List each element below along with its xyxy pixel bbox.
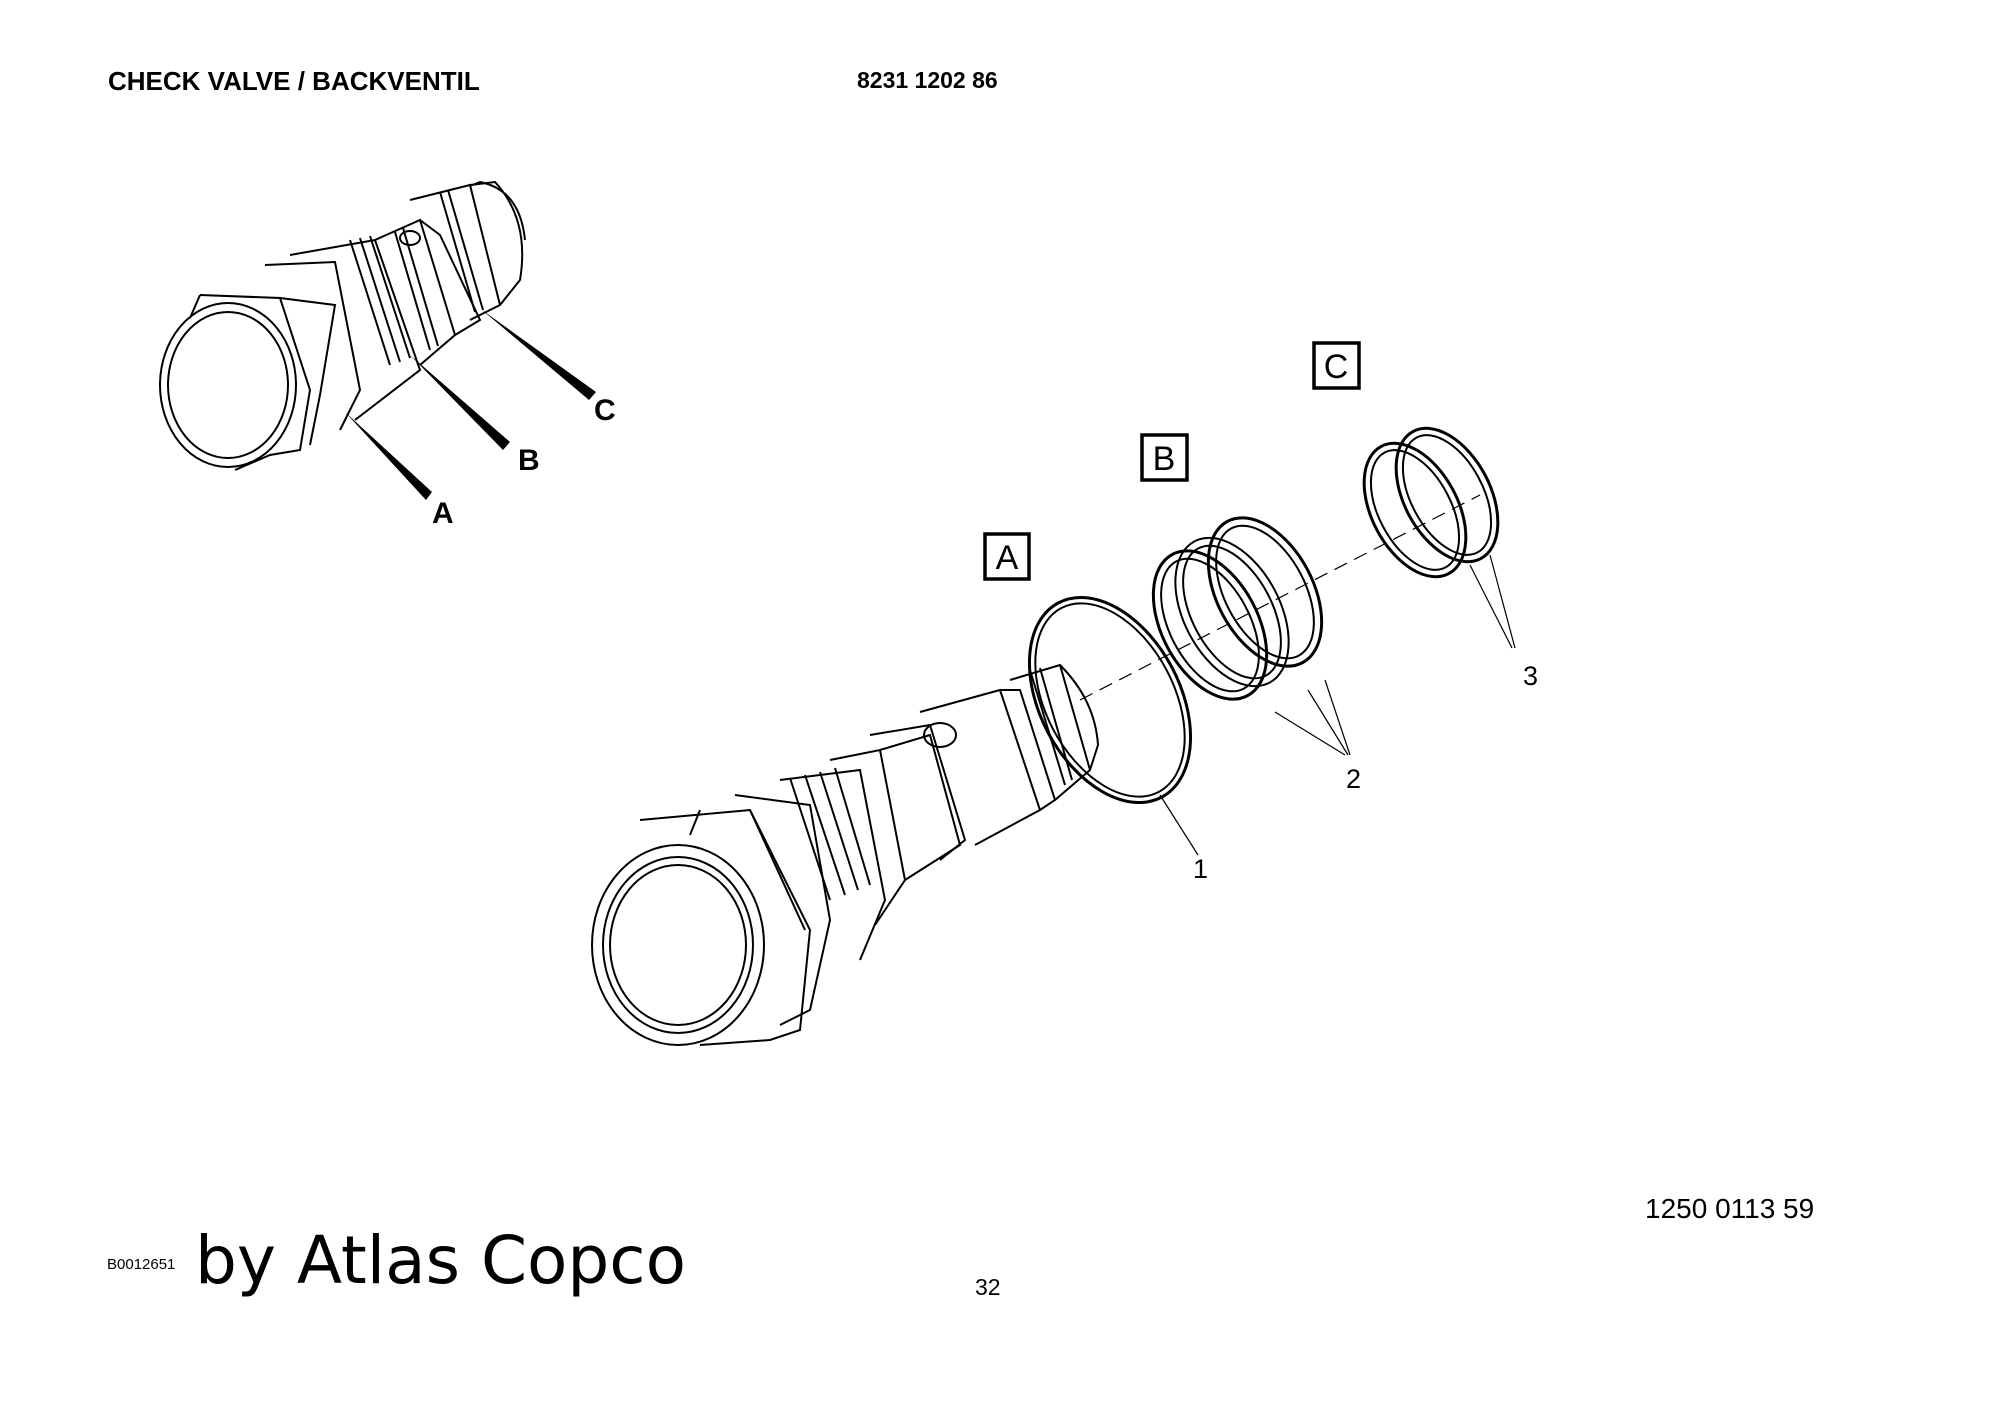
overview-valve-drawing xyxy=(159,180,526,471)
box-label-c: C xyxy=(1324,348,1349,386)
boxed-labels: A B C xyxy=(983,341,1361,581)
box-label-a: A xyxy=(996,539,1019,577)
page-number: 32 xyxy=(975,1274,1001,1300)
brand-text: by Atlas Copco xyxy=(195,1222,686,1299)
box-a xyxy=(983,532,1031,581)
box-label-b: B xyxy=(1153,440,1176,478)
document-number: 1250 0113 59 xyxy=(1645,1193,1815,1224)
o-rings-3 xyxy=(1362,426,1500,579)
overview-leader-lines xyxy=(345,310,596,500)
item-number-2: 2 xyxy=(1346,764,1361,794)
callout-a: A xyxy=(432,497,454,530)
item-number-3: 3 xyxy=(1523,661,1538,691)
image-id: B0012651 xyxy=(107,1256,176,1273)
overview-callout-labels: A B C xyxy=(432,394,616,530)
page-title: CHECK VALVE / BACKVENTIL xyxy=(108,66,480,96)
part-number: 8231 1202 86 xyxy=(857,67,998,93)
o-ring-1 xyxy=(1027,595,1193,805)
o-rings-2 xyxy=(1151,516,1324,701)
item-leader-lines xyxy=(1159,554,1516,856)
box-c xyxy=(1312,341,1361,390)
main-valve-drawing xyxy=(591,494,1481,1046)
callout-b: B xyxy=(518,444,540,477)
item-number-1: 1 xyxy=(1193,854,1208,884)
box-b xyxy=(1140,433,1189,482)
callout-c: C xyxy=(594,394,616,427)
item-numbers: 1 2 3 xyxy=(1193,661,1538,884)
